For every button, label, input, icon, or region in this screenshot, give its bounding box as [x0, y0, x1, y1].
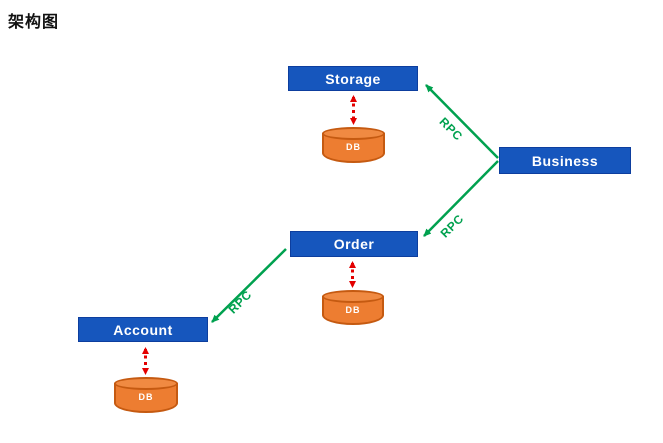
database-cylinder-top [114, 377, 178, 390]
rpc-edge-business-order [423, 160, 499, 237]
database-label: DB [138, 392, 154, 402]
database-cylinder-account: DB [114, 377, 178, 413]
diagram-title: 架构图 [8, 14, 60, 31]
database-label: DB [345, 305, 361, 315]
node-account-label: Account [113, 321, 173, 338]
database-cylinder-storage: DB [322, 127, 385, 163]
node-business-label: Business [531, 152, 599, 169]
database-cylinder-order: DB [322, 290, 384, 325]
database-label: DB [346, 142, 361, 152]
rpc-edge-order-account [211, 248, 287, 323]
node-business: Business [499, 147, 631, 174]
node-order: Order [290, 231, 418, 257]
node-storage: Storage [288, 66, 418, 91]
node-order-label: Order [333, 236, 375, 252]
node-storage-label: Storage [325, 70, 381, 87]
node-account: Account [78, 317, 208, 342]
rpc-edge-business-storage [425, 84, 499, 159]
database-cylinder-top [322, 290, 384, 303]
database-cylinder-top [322, 127, 385, 140]
